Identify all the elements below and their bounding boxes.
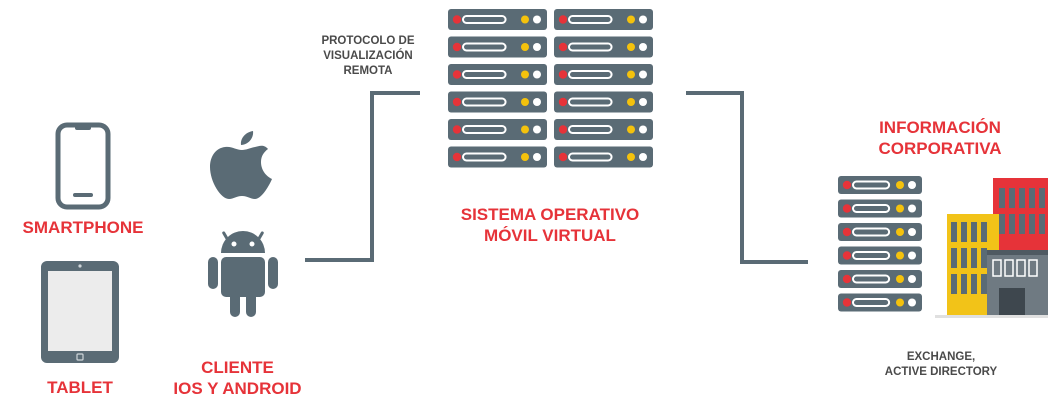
server-unit bbox=[838, 270, 922, 288]
tablet-label: TABLET bbox=[47, 378, 113, 397]
services-label-line2: ACTIVE DIRECTORY bbox=[884, 366, 998, 378]
server-unit bbox=[554, 146, 653, 168]
client-label-line1: CLIENTE bbox=[201, 358, 274, 377]
server-unit bbox=[554, 119, 653, 140]
server-unit bbox=[554, 64, 653, 85]
server-unit bbox=[448, 64, 547, 85]
protocol-label-line2: VISUALIZACIÓN bbox=[323, 50, 413, 62]
virtual-os-label: SISTEMA OPERATIVO MÓVIL VIRTUAL bbox=[430, 204, 670, 246]
server-unit bbox=[838, 223, 922, 241]
corporate-server-rack-icon bbox=[838, 176, 924, 316]
server-unit bbox=[838, 176, 922, 194]
protocol-label-line1: PROTOCOLO DE bbox=[321, 35, 415, 47]
server-rack-icon bbox=[448, 9, 654, 174]
android-icon bbox=[206, 229, 280, 319]
client-label: CLIENTE IOS Y ANDROID bbox=[150, 357, 325, 399]
corporate-label: INFORMACIÓN CORPORATIVA bbox=[840, 117, 1040, 159]
corporate-label-line1: INFORMACIÓN bbox=[879, 118, 1001, 137]
server-unit bbox=[448, 91, 547, 113]
services-label: EXCHANGE, ACTIVE DIRECTORY bbox=[846, 350, 1036, 380]
server-unit bbox=[838, 246, 922, 265]
server-unit bbox=[448, 119, 547, 140]
smartphone-icon bbox=[55, 122, 111, 210]
virtual-os-label-line1: SISTEMA OPERATIVO bbox=[460, 205, 640, 224]
client-label-line2: IOS Y ANDROID bbox=[173, 379, 302, 398]
server-unit bbox=[554, 91, 653, 113]
virtual-os-label-line2: MÓVIL VIRTUAL bbox=[484, 226, 616, 245]
server-unit bbox=[838, 199, 922, 218]
smartphone-label: SMARTPHONE bbox=[22, 218, 144, 237]
corporate-label-line2: CORPORATIVA bbox=[878, 139, 1002, 158]
connector-client-to-server bbox=[305, 91, 420, 262]
server-unit bbox=[554, 9, 653, 30]
services-label-line1: EXCHANGE, bbox=[906, 351, 976, 363]
server-unit bbox=[448, 146, 547, 168]
protocol-label-line3: REMOTA bbox=[343, 65, 393, 77]
office-buildings-icon bbox=[935, 178, 1048, 318]
apple-icon bbox=[210, 128, 274, 200]
server-unit bbox=[838, 293, 922, 312]
server-unit bbox=[448, 36, 547, 58]
connector-server-to-corporate bbox=[686, 91, 808, 264]
server-unit bbox=[554, 36, 653, 58]
server-unit bbox=[448, 9, 547, 30]
protocol-label: PROTOCOLO DE VISUALIZACIÓN REMOTA bbox=[298, 34, 438, 79]
tablet-icon bbox=[40, 260, 120, 364]
